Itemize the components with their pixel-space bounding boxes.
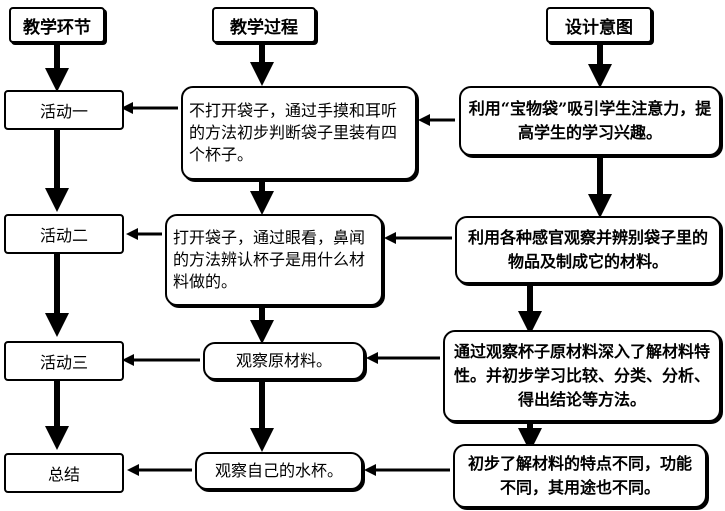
intent-1: 利用“宝物袋”吸引学生注意力，提高学生的学习兴趣。: [459, 86, 721, 156]
intent-text: 利用各种感官观察并辨别袋子里的物品及制成它的材料。: [467, 228, 708, 271]
process-step-1: 不打开袋子，通过手摸和耳听的方法初步判断袋子里装有四个杯子。: [181, 86, 417, 180]
process-step-text: 观察自己的水杯。: [214, 461, 343, 480]
intent-text: 利用“宝物袋”吸引学生注意力，提高学生的学习兴趣。: [468, 99, 712, 142]
stage-label: 活动三: [39, 353, 88, 372]
process-step-text: 不打开袋子，通过手摸和耳听的方法初步判断袋子里装有四个杯子。: [189, 101, 398, 164]
intent-header-text: 设计意图: [565, 17, 633, 38]
intent-2: 利用各种感官观察并辨别袋子里的物品及制成它的材料。: [455, 216, 721, 284]
intent-column-header: 设计意图: [546, 7, 652, 43]
stage-activity-2: 活动二: [4, 214, 124, 254]
process-step-2: 打开袋子，通过眼看，鼻闻的方法辨认杯子是用什么材料做的。: [165, 214, 383, 306]
stage-activity-1: 活动一: [4, 90, 124, 130]
intent-text: 通过观察杯子原材料深入了解材料特性。并初步学习比较、分类、分析、得出结论等方法。: [453, 342, 710, 409]
stage-activity-3: 活动三: [4, 341, 124, 381]
process-step-4: 观察自己的水杯。: [195, 452, 363, 490]
process-step-text: 打开袋子，通过眼看，鼻闻的方法辨认杯子是用什么材料做的。: [173, 228, 366, 291]
stage-label: 活动二: [39, 226, 88, 245]
stage-header-text: 教学环节: [23, 17, 91, 38]
stage-column-header: 教学环节: [9, 7, 105, 43]
stage-summary: 总结: [4, 453, 124, 493]
intent-3: 通过观察杯子原材料深入了解材料特性。并初步学习比较、分类、分析、得出结论等方法。: [443, 330, 721, 422]
intent-4: 初步了解材料的特点不同，功能不同，其用途也不同。: [453, 444, 707, 508]
process-column-header: 教学过程: [212, 7, 316, 43]
stage-label: 活动一: [39, 102, 88, 121]
process-header-text: 教学过程: [230, 17, 298, 38]
process-step-3: 观察原材料。: [203, 342, 365, 380]
stage-label: 总结: [47, 465, 80, 484]
intent-text: 初步了解材料的特点不同，功能不同，其用途也不同。: [467, 454, 692, 497]
process-step-text: 观察原材料。: [235, 351, 332, 370]
